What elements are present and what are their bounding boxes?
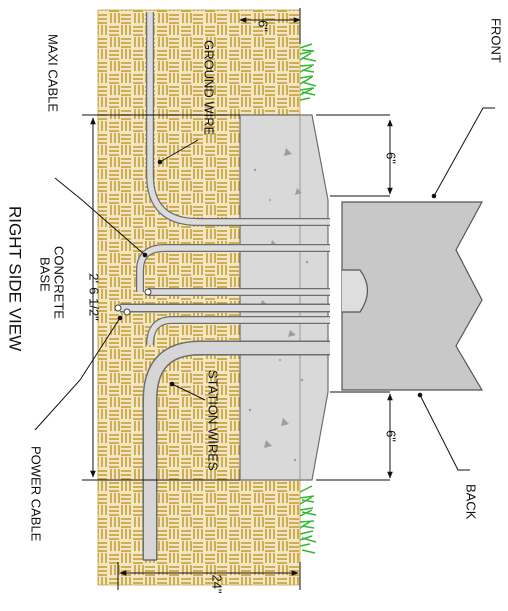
view-title: RIGHT SIDE VIEW bbox=[6, 206, 25, 351]
concrete-base-label-line1: CONCRETE bbox=[52, 246, 67, 319]
front-offset-dimension: 6" bbox=[384, 152, 399, 164]
concrete-base-label-line2: BASE bbox=[38, 257, 53, 292]
dimension-lines bbox=[82, 8, 393, 590]
station-wires-conduit bbox=[146, 316, 330, 346]
back-offset-dimension: 6" bbox=[384, 430, 399, 442]
concrete-base bbox=[239, 114, 329, 481]
kiosk-unit bbox=[341, 201, 484, 391]
top-depth-dimension: 6" bbox=[256, 20, 271, 32]
short-conduit bbox=[144, 288, 330, 296]
base-height-dimension: 2'-6 1/2" bbox=[87, 273, 102, 321]
grass-tuft-icon bbox=[299, 485, 317, 554]
front-label: FRONT bbox=[489, 18, 504, 63]
power-cable-label: POWER CABLE bbox=[29, 446, 44, 542]
grass-tuft-icon bbox=[299, 43, 317, 101]
power-cable-conduit bbox=[142, 340, 330, 561]
station-wires-label: STATION WIRES bbox=[206, 370, 221, 471]
back-label: BACK bbox=[464, 484, 479, 520]
bottom-depth-dimension: 24" bbox=[210, 574, 225, 593]
leader-lines bbox=[34, 107, 495, 471]
ground-wire-conduit bbox=[146, 12, 330, 226]
center-conduit bbox=[114, 303, 330, 316]
maxi-cable-label: MAXI CABLE bbox=[46, 34, 61, 112]
ground-wire-label: GROUND WIRE bbox=[202, 40, 217, 136]
